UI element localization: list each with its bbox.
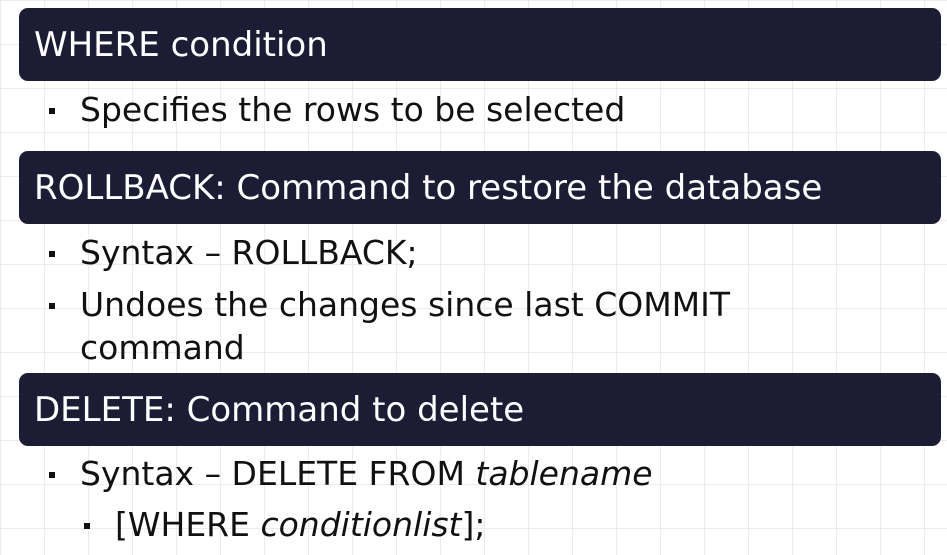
heading-text: DELETE: Command to delete (34, 389, 525, 430)
heading-text: WHERE condition (34, 24, 328, 65)
section-heading-delete: DELETE: Command to delete (19, 373, 941, 446)
bullet-text-continuation: command (80, 328, 245, 367)
section-heading-rollback: ROLLBACK: Command to restore the databas… (19, 151, 941, 224)
bullet-text-italic: tablename (475, 454, 653, 493)
bullet-marker (49, 303, 55, 309)
bullet-text-plain: [WHERE (115, 505, 261, 544)
bullet-text: Undoes the changes since last COMMIT (80, 285, 731, 324)
bullet-marker (49, 251, 55, 257)
bullet-text-plain: Syntax – DELETE FROM (80, 454, 476, 493)
bullet-marker (49, 472, 55, 478)
bullet-marker (84, 523, 90, 529)
bullet-marker (49, 108, 55, 114)
bullet-text: Syntax – ROLLBACK; (80, 233, 418, 272)
bullet-text-italic: conditionlist (260, 505, 462, 544)
bullet-text: Specifies the rows to be selected (80, 90, 626, 129)
heading-text: ROLLBACK: Command to restore the databas… (34, 167, 823, 208)
bullet-text: [WHERE conditionlist]; (115, 505, 486, 545)
bullet-text: Syntax – DELETE FROM tablename (80, 454, 653, 494)
section-heading-where: WHERE condition (19, 8, 941, 81)
bullet-text-suffix: ]; (461, 505, 486, 544)
